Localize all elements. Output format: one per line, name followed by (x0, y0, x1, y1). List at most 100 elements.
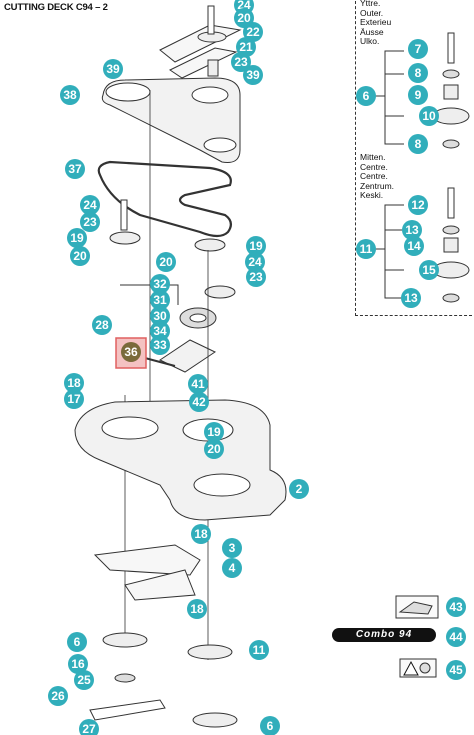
callout-number: 8 (415, 66, 422, 80)
inset-sleeve-center (443, 237, 459, 253)
callout-number: 10 (422, 109, 436, 123)
outer-label: Yttre. Outer. Exterieu Äusse Ulko. (360, 0, 391, 47)
callout-number: 34 (153, 324, 167, 338)
inset-bracket-center (384, 204, 404, 299)
deck-bracket (93, 544, 201, 576)
callout-number: 45 (449, 663, 463, 677)
drawing-layer (74, 5, 470, 728)
callout-19: 19 (246, 236, 266, 256)
callout-number: 26 (51, 689, 65, 703)
callout-8: 8 (408, 63, 428, 83)
callout-number: 16 (71, 657, 85, 671)
callout-16: 16 (68, 654, 88, 674)
callout-11: 11 (249, 640, 269, 660)
callout-circle (150, 306, 170, 326)
decal-44: Combo 94 (332, 628, 436, 642)
callout-number: 41 (191, 377, 205, 391)
callout-20: 20 (204, 439, 224, 459)
callout-circle (70, 246, 90, 266)
callout-circle (92, 315, 112, 335)
center-label-line: Centre. (360, 171, 388, 181)
callout-circle (150, 290, 170, 310)
callout-number: 18 (67, 376, 81, 390)
callout-number: 24 (83, 198, 97, 212)
callout-number: 22 (246, 25, 260, 39)
center-label-line: Zentrum. (360, 180, 395, 191)
callout-number: 11 (253, 643, 266, 657)
callout-circle (243, 22, 263, 42)
callout-9: 9 (408, 85, 428, 105)
outer-label-line: Outer. (360, 7, 384, 18)
callout-4: 4 (222, 558, 242, 578)
callout-number: 9 (415, 88, 422, 102)
callout-circle (187, 599, 207, 619)
outer-label-line: Ulko. (360, 36, 380, 46)
center-label-line: Centre. (360, 161, 388, 172)
callout-number: 20 (159, 255, 173, 269)
callout-circle (408, 39, 428, 59)
callout-20: 20 (70, 246, 90, 266)
callout-circle (67, 632, 87, 652)
spacer (207, 59, 219, 77)
callout-number: 3 (229, 541, 236, 555)
callout-number: 4 (229, 561, 236, 575)
callout-39: 39 (243, 65, 263, 85)
callout-number: 15 (422, 263, 436, 277)
callout-2: 2 (289, 479, 309, 499)
callout-number: 43 (449, 600, 463, 614)
callout-circle (243, 65, 263, 85)
callout-41: 41 (188, 374, 208, 394)
top-bolt (207, 5, 215, 35)
callout-circle (204, 439, 224, 459)
callout-circle (156, 252, 176, 272)
inset-bearing-center (442, 225, 460, 235)
callout-36: 36 (121, 342, 141, 362)
callout-circle (231, 52, 251, 72)
callout-31: 31 (150, 290, 170, 310)
callout-number: 7 (415, 42, 422, 56)
callout-44: 44 (446, 627, 466, 647)
callout-26: 26 (48, 686, 68, 706)
callout-10: 10 (419, 106, 439, 126)
callout-circle (188, 374, 208, 394)
callout-number: 37 (68, 162, 82, 176)
inset-bolt-center (447, 187, 455, 219)
idler-pulley-left (109, 231, 141, 245)
belt-guard-top-2 (168, 47, 238, 79)
callout-43: 43 (446, 597, 466, 617)
callout-6: 6 (260, 716, 280, 735)
callout-number: 12 (411, 198, 425, 212)
callout-18: 18 (187, 599, 207, 619)
cutter-blade (89, 699, 166, 721)
callout-number: 14 (407, 239, 421, 253)
callout-24: 24 (245, 252, 265, 272)
callout-circle (446, 597, 466, 617)
spindle-center (187, 644, 233, 660)
decal-45-circle (419, 662, 431, 674)
callout-7: 7 (408, 39, 428, 59)
callout-circle (80, 212, 100, 232)
deck-bracket-2 (124, 569, 196, 601)
callout-number: 19 (207, 425, 221, 439)
deck-spindle-left (101, 416, 159, 440)
callout-25: 25 (74, 670, 94, 690)
callout-number: 38 (63, 88, 77, 102)
callout-number: 20 (73, 249, 87, 263)
mower-deck (74, 399, 287, 521)
callout-number: 20 (207, 442, 221, 456)
plate-boss-bottom (203, 137, 237, 153)
center-label-line: Keski. (360, 190, 384, 200)
drive-belt (97, 160, 232, 238)
outer-label-line: Äusse (360, 26, 384, 37)
outer-label-line: Exterieu (360, 17, 392, 27)
callout-15: 15 (419, 260, 439, 280)
callout-28: 28 (92, 315, 112, 335)
callout-circle (60, 85, 80, 105)
inset-bolt-outer (447, 32, 455, 64)
spindle-right (192, 712, 238, 728)
idler-bolt-left (120, 199, 128, 231)
callout-number: 18 (190, 602, 204, 616)
callout-circle (222, 558, 242, 578)
callout-circle (74, 670, 94, 690)
callout-circle (408, 195, 428, 215)
